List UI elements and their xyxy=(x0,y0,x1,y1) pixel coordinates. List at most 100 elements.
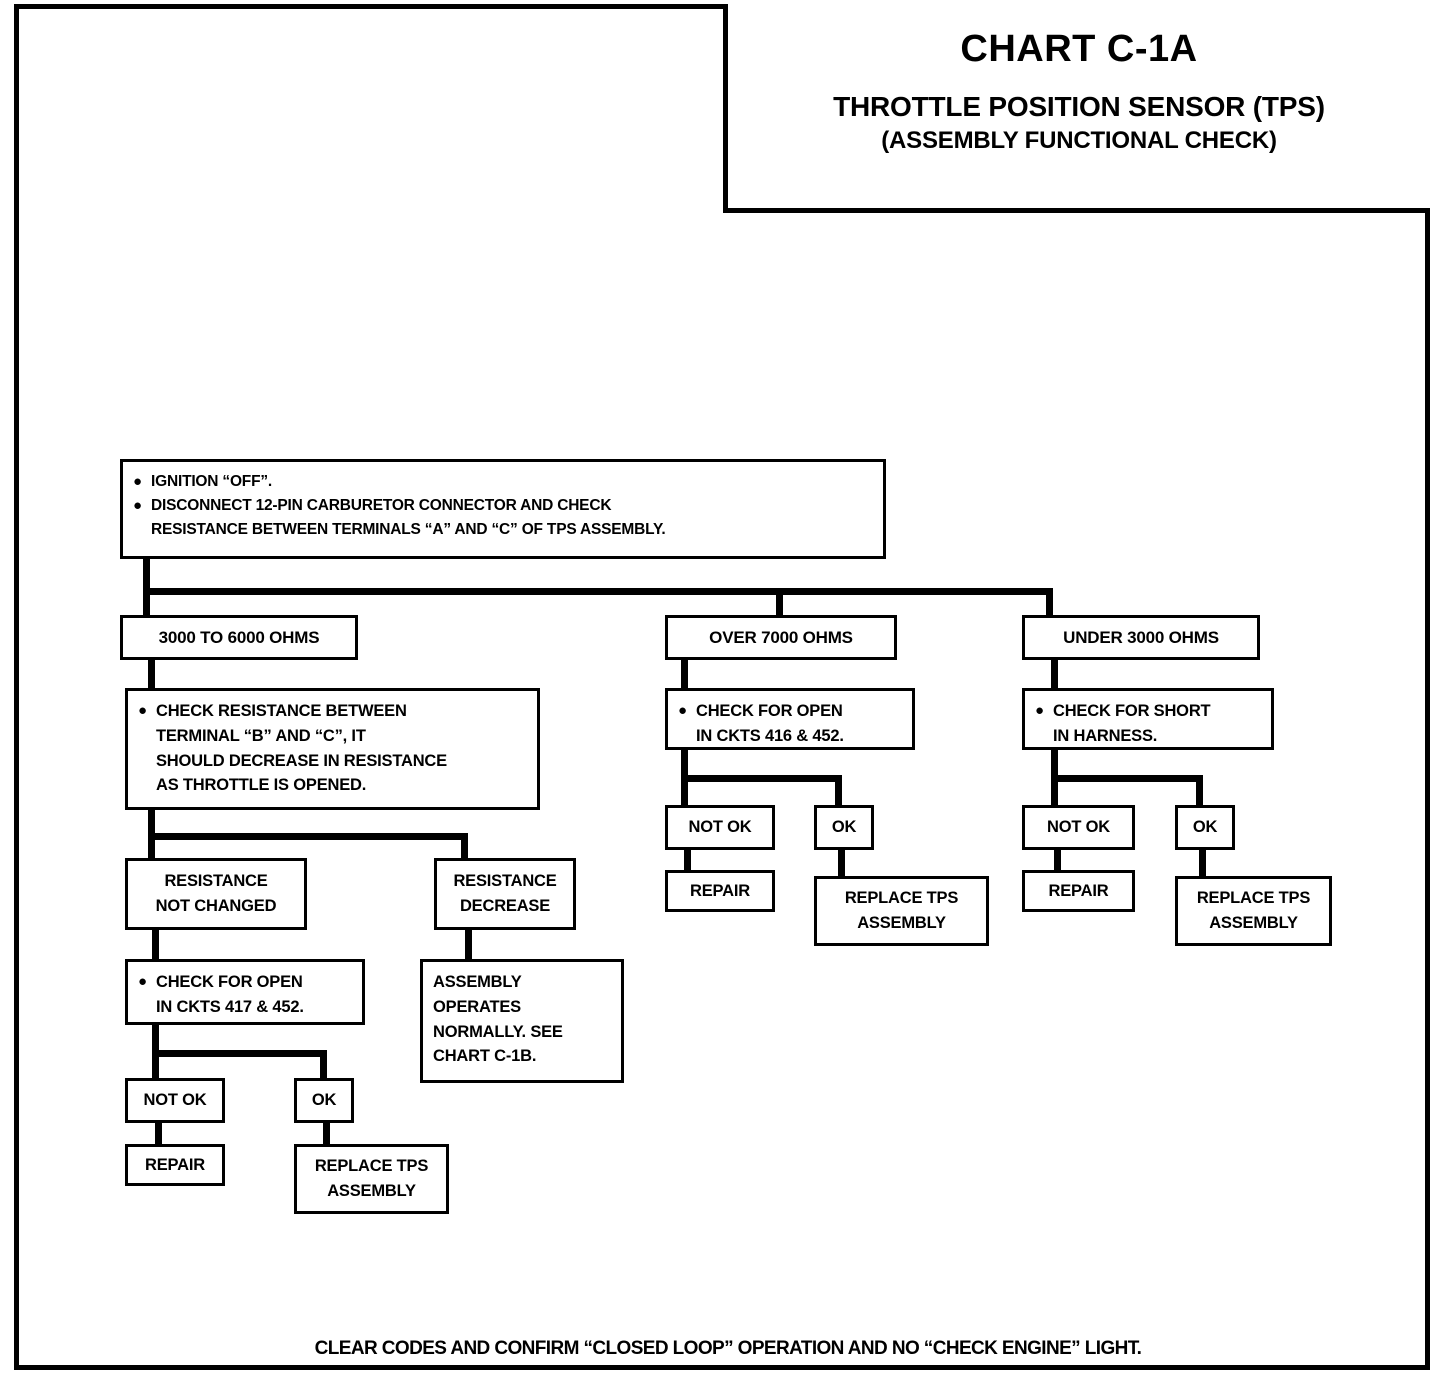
start-instruction-box: ● IGNITION “OFF”. ● DISCONNECT 12-PIN CA… xyxy=(120,459,886,559)
connector-middle-drop xyxy=(776,588,783,618)
middle-check-open-box: ● CHECK FOR OPEN IN CKTS 416 & 452. xyxy=(665,688,915,750)
result-resistance-not-changed: RESISTANCE NOT CHANGED xyxy=(125,858,307,930)
right-replace-line-2: ASSEMBLY xyxy=(1209,914,1298,932)
condition-over-7000-ohms: OVER 7000 OHMS xyxy=(665,615,897,660)
middle-ok-label: OK xyxy=(831,818,857,837)
left-check-line-2: TERMINAL “B” AND “C”, IT xyxy=(156,726,366,745)
left-not-ok-label: NOT OK xyxy=(143,1091,207,1110)
normal-line-3: NORMALLY. SEE xyxy=(433,1022,563,1041)
right-not-ok-box: NOT OK xyxy=(1022,805,1135,850)
connector-right-ok-to-replace xyxy=(1199,848,1206,878)
result-line-1: RESISTANCE xyxy=(453,872,557,891)
connector-not-changed-to-open-check xyxy=(152,928,159,961)
connector-left-decrease-drop xyxy=(461,833,468,861)
bullet-dot-icon: ● xyxy=(138,973,147,990)
middle-replace-tps-box: REPLACE TPS ASSEMBLY xyxy=(814,876,989,946)
connector-mid-notok-to-repair xyxy=(684,848,691,872)
connector-left-ok-drop xyxy=(320,1050,327,1078)
connector-mid-ok-drop xyxy=(835,775,842,805)
condition-3000-to-6000-ohms: 3000 TO 6000 OHMS xyxy=(120,615,358,660)
connector-right-notok-to-repair xyxy=(1054,848,1061,872)
start-bullet-2-line-2: RESISTANCE BETWEEN TERMINALS “A” AND “C”… xyxy=(151,521,666,539)
connector-mid-notok-drop xyxy=(681,775,688,805)
left-check-line-1: CHECK RESISTANCE BETWEEN xyxy=(156,702,407,720)
connector-left-okbar xyxy=(152,1050,327,1057)
connector-left-split-bar xyxy=(148,833,468,840)
left-check-line-3: SHOULD DECREASE IN RESISTANCE xyxy=(156,751,447,770)
start-bullet-1-text: IGNITION “OFF”. xyxy=(151,473,272,490)
connector-start-stem xyxy=(143,558,150,592)
left-open-check-line-1: CHECK FOR OPEN xyxy=(156,973,303,991)
result-resistance-decrease: RESISTANCE DECREASE xyxy=(434,858,576,930)
connector-decrease-to-normal xyxy=(465,928,472,961)
connector-main-bar xyxy=(143,588,1053,595)
right-check-line-1: CHECK FOR SHORT xyxy=(1053,702,1211,720)
connector-right-ok-drop xyxy=(1196,775,1203,805)
chart-id: CHART C-1A xyxy=(960,28,1198,70)
middle-ok-box: OK xyxy=(814,805,874,850)
middle-replace-line-2: ASSEMBLY xyxy=(857,914,946,932)
result-line-2: DECREASE xyxy=(459,897,551,915)
condition-label: 3000 TO 6000 OHMS xyxy=(158,627,320,647)
connector-left-drop xyxy=(143,588,150,618)
connector-mid-cond-to-check xyxy=(681,658,688,690)
left-replace-line-2: ASSEMBLY xyxy=(327,1182,416,1200)
assembly-operates-normally-box: ASSEMBLY OPERATES NORMALLY. SEE CHART C-… xyxy=(420,959,624,1083)
left-ok-label: OK xyxy=(311,1091,337,1110)
right-check-short-box: ● CHECK FOR SHORT IN HARNESS. xyxy=(1022,688,1274,750)
condition-label: UNDER 3000 OHMS xyxy=(1063,627,1219,647)
left-open-check-box: ● CHECK FOR OPEN IN CKTS 417 & 452. xyxy=(125,959,365,1025)
start-bullet-2-line-1: DISCONNECT 12-PIN CARBURETOR CONNECTOR A… xyxy=(151,497,612,515)
bullet-dot-icon: ● xyxy=(138,702,147,719)
connector-right-okbar xyxy=(1051,775,1203,782)
middle-not-ok-label: NOT OK xyxy=(688,818,752,837)
bullet-dot-icon: ● xyxy=(1035,702,1044,719)
left-check-resistance-box: ● CHECK RESISTANCE BETWEEN TERMINAL “B” … xyxy=(125,688,540,810)
left-repair-box: REPAIR xyxy=(125,1144,225,1186)
left-repair-label: REPAIR xyxy=(145,1155,205,1174)
normal-line-4: CHART C-1B. xyxy=(433,1047,537,1066)
connector-right-cond-to-check xyxy=(1051,658,1058,690)
normal-line-2: OPERATES xyxy=(433,997,521,1016)
left-check-line-4: AS THROTTLE IS OPENED. xyxy=(156,776,367,795)
middle-check-line-2: IN CKTS 416 & 452. xyxy=(696,726,844,745)
connector-open-check-stem xyxy=(152,1024,159,1056)
chart-subtitle-primary: THROTTLE POSITION SENSOR (TPS) xyxy=(833,91,1325,122)
result-line-2: NOT CHANGED xyxy=(155,897,277,915)
connector-right-check-stem xyxy=(1051,748,1058,780)
condition-label: OVER 7000 OHMS xyxy=(709,627,853,647)
connector-mid-ok-to-replace xyxy=(838,848,845,878)
result-line-1: RESISTANCE xyxy=(164,872,268,891)
connector-right-notok-drop xyxy=(1051,775,1058,805)
middle-not-ok-box: NOT OK xyxy=(665,805,775,850)
connector-left-ok-to-replace xyxy=(323,1122,330,1145)
page-border xyxy=(14,4,1430,1370)
middle-check-line-1: CHECK FOR OPEN xyxy=(696,702,843,720)
connector-left-check-stem xyxy=(148,808,155,840)
start-bullet-2: ● DISCONNECT 12-PIN CARBURETOR CONNECTOR… xyxy=(133,494,873,542)
right-ok-box: OK xyxy=(1175,805,1235,850)
connector-left-notok-drop xyxy=(152,1050,159,1078)
middle-replace-line-1: REPLACE TPS xyxy=(844,889,959,908)
chart-title-block: CHART C-1A THROTTLE POSITION SENSOR (TPS… xyxy=(723,4,1430,213)
chart-subtitle-secondary: (ASSEMBLY FUNCTIONAL CHECK) xyxy=(881,127,1277,154)
right-repair-box: REPAIR xyxy=(1022,870,1135,912)
right-replace-tps-box: REPLACE TPS ASSEMBLY xyxy=(1175,876,1332,946)
bullet-dot-icon: ● xyxy=(133,497,142,515)
right-not-ok-label: NOT OK xyxy=(1047,818,1110,837)
footer-note: CLEAR CODES AND CONFIRM “CLOSED LOOP” OP… xyxy=(314,1338,1142,1359)
normal-line-1: ASSEMBLY xyxy=(433,973,522,991)
bullet-dot-icon: ● xyxy=(133,473,142,490)
connector-mid-check-stem xyxy=(681,748,688,780)
connector-left-not-changed-drop xyxy=(148,833,155,861)
left-ok-box: OK xyxy=(294,1078,354,1123)
left-not-ok-box: NOT OK xyxy=(125,1078,225,1123)
condition-under-3000-ohms: UNDER 3000 OHMS xyxy=(1022,615,1260,660)
connector-right-drop xyxy=(1046,588,1053,618)
middle-repair-box: REPAIR xyxy=(665,870,775,912)
right-repair-label: REPAIR xyxy=(1048,881,1109,900)
bullet-dot-icon: ● xyxy=(678,702,687,719)
left-replace-line-1: REPLACE TPS xyxy=(314,1157,429,1176)
start-bullet-1: ● IGNITION “OFF”. xyxy=(133,470,873,494)
